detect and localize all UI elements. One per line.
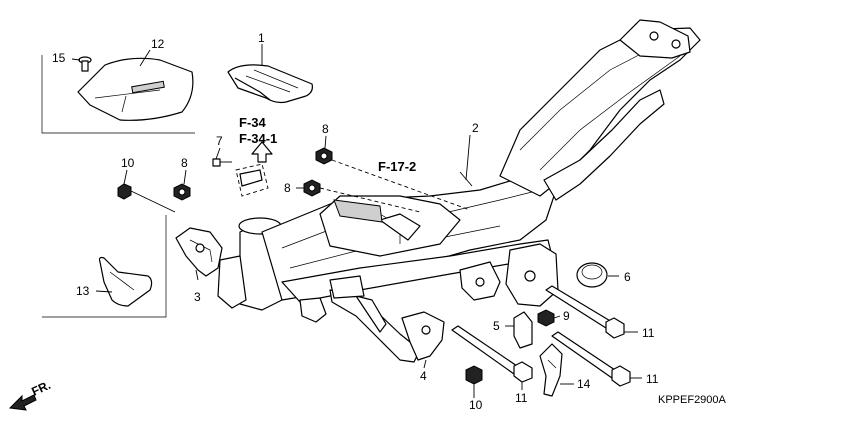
main-frame-part-2[interactable] bbox=[217, 19, 701, 363]
callout-2: 2 bbox=[472, 121, 479, 135]
bracket-part-4[interactable] bbox=[401, 311, 445, 361]
inset-guard bbox=[42, 215, 167, 318]
nut-part-8-left[interactable] bbox=[173, 183, 191, 201]
screw-part-15[interactable] bbox=[78, 56, 92, 72]
guard-part-13[interactable] bbox=[98, 256, 153, 307]
bolt-part-11-mid[interactable] bbox=[451, 325, 533, 383]
callout-5: 5 bbox=[493, 319, 500, 333]
bolt-part-10-left[interactable] bbox=[117, 183, 176, 213]
reference-arrow-up bbox=[251, 141, 273, 163]
callout-12: 12 bbox=[151, 37, 165, 51]
callout-8-top: 8 bbox=[322, 122, 329, 136]
bolt-part-11-bottom[interactable] bbox=[551, 331, 631, 387]
callout-11-top: 11 bbox=[642, 326, 655, 340]
cover-part-1[interactable] bbox=[227, 64, 313, 104]
reference-f34[interactable]: F-34 bbox=[239, 115, 267, 130]
callout-1: 1 bbox=[258, 31, 265, 45]
callout-13: 13 bbox=[76, 284, 90, 298]
callout-10-bottom: 10 bbox=[469, 398, 483, 412]
reference-f17-2[interactable]: F-17-2 bbox=[378, 159, 416, 174]
callout-3: 3 bbox=[194, 290, 201, 304]
bracket-part-14[interactable] bbox=[539, 343, 563, 397]
callout-10-left: 10 bbox=[121, 156, 135, 170]
bolt-part-9[interactable] bbox=[537, 309, 555, 327]
callout-11-mid: 11 bbox=[515, 391, 528, 405]
direction-label: FR. bbox=[29, 378, 52, 399]
callout-4: 4 bbox=[420, 369, 427, 383]
callout-7: 7 bbox=[216, 134, 223, 148]
nut-part-8-mid[interactable] bbox=[303, 179, 321, 197]
bolt-part-11-top[interactable] bbox=[545, 285, 625, 339]
bracket-part-5[interactable] bbox=[513, 311, 533, 349]
forward-arrow-icon bbox=[8, 394, 37, 411]
bolt-part-10-bottom[interactable] bbox=[465, 365, 483, 385]
reference-f34-1[interactable]: F-34-1 bbox=[239, 131, 277, 146]
callout-14: 14 bbox=[577, 377, 591, 391]
callout-6: 6 bbox=[624, 270, 631, 284]
callout-8-left: 8 bbox=[181, 156, 188, 170]
callout-8-mid: 8 bbox=[284, 181, 291, 195]
callout-15: 15 bbox=[52, 51, 66, 65]
cap-part-6[interactable] bbox=[576, 262, 608, 288]
callout-11-bottom: 11 bbox=[646, 372, 659, 386]
bracket-part-3[interactable] bbox=[175, 227, 223, 277]
bolt-part-7[interactable] bbox=[212, 158, 232, 167]
callout-9: 9 bbox=[563, 309, 570, 323]
inset-seat-cover bbox=[41, 55, 195, 134]
bracket-dashed bbox=[235, 163, 269, 197]
diagram-code: KPPEF2900A bbox=[658, 394, 727, 406]
leader-lines bbox=[71, 44, 642, 398]
nut-part-8-top[interactable] bbox=[315, 147, 333, 165]
